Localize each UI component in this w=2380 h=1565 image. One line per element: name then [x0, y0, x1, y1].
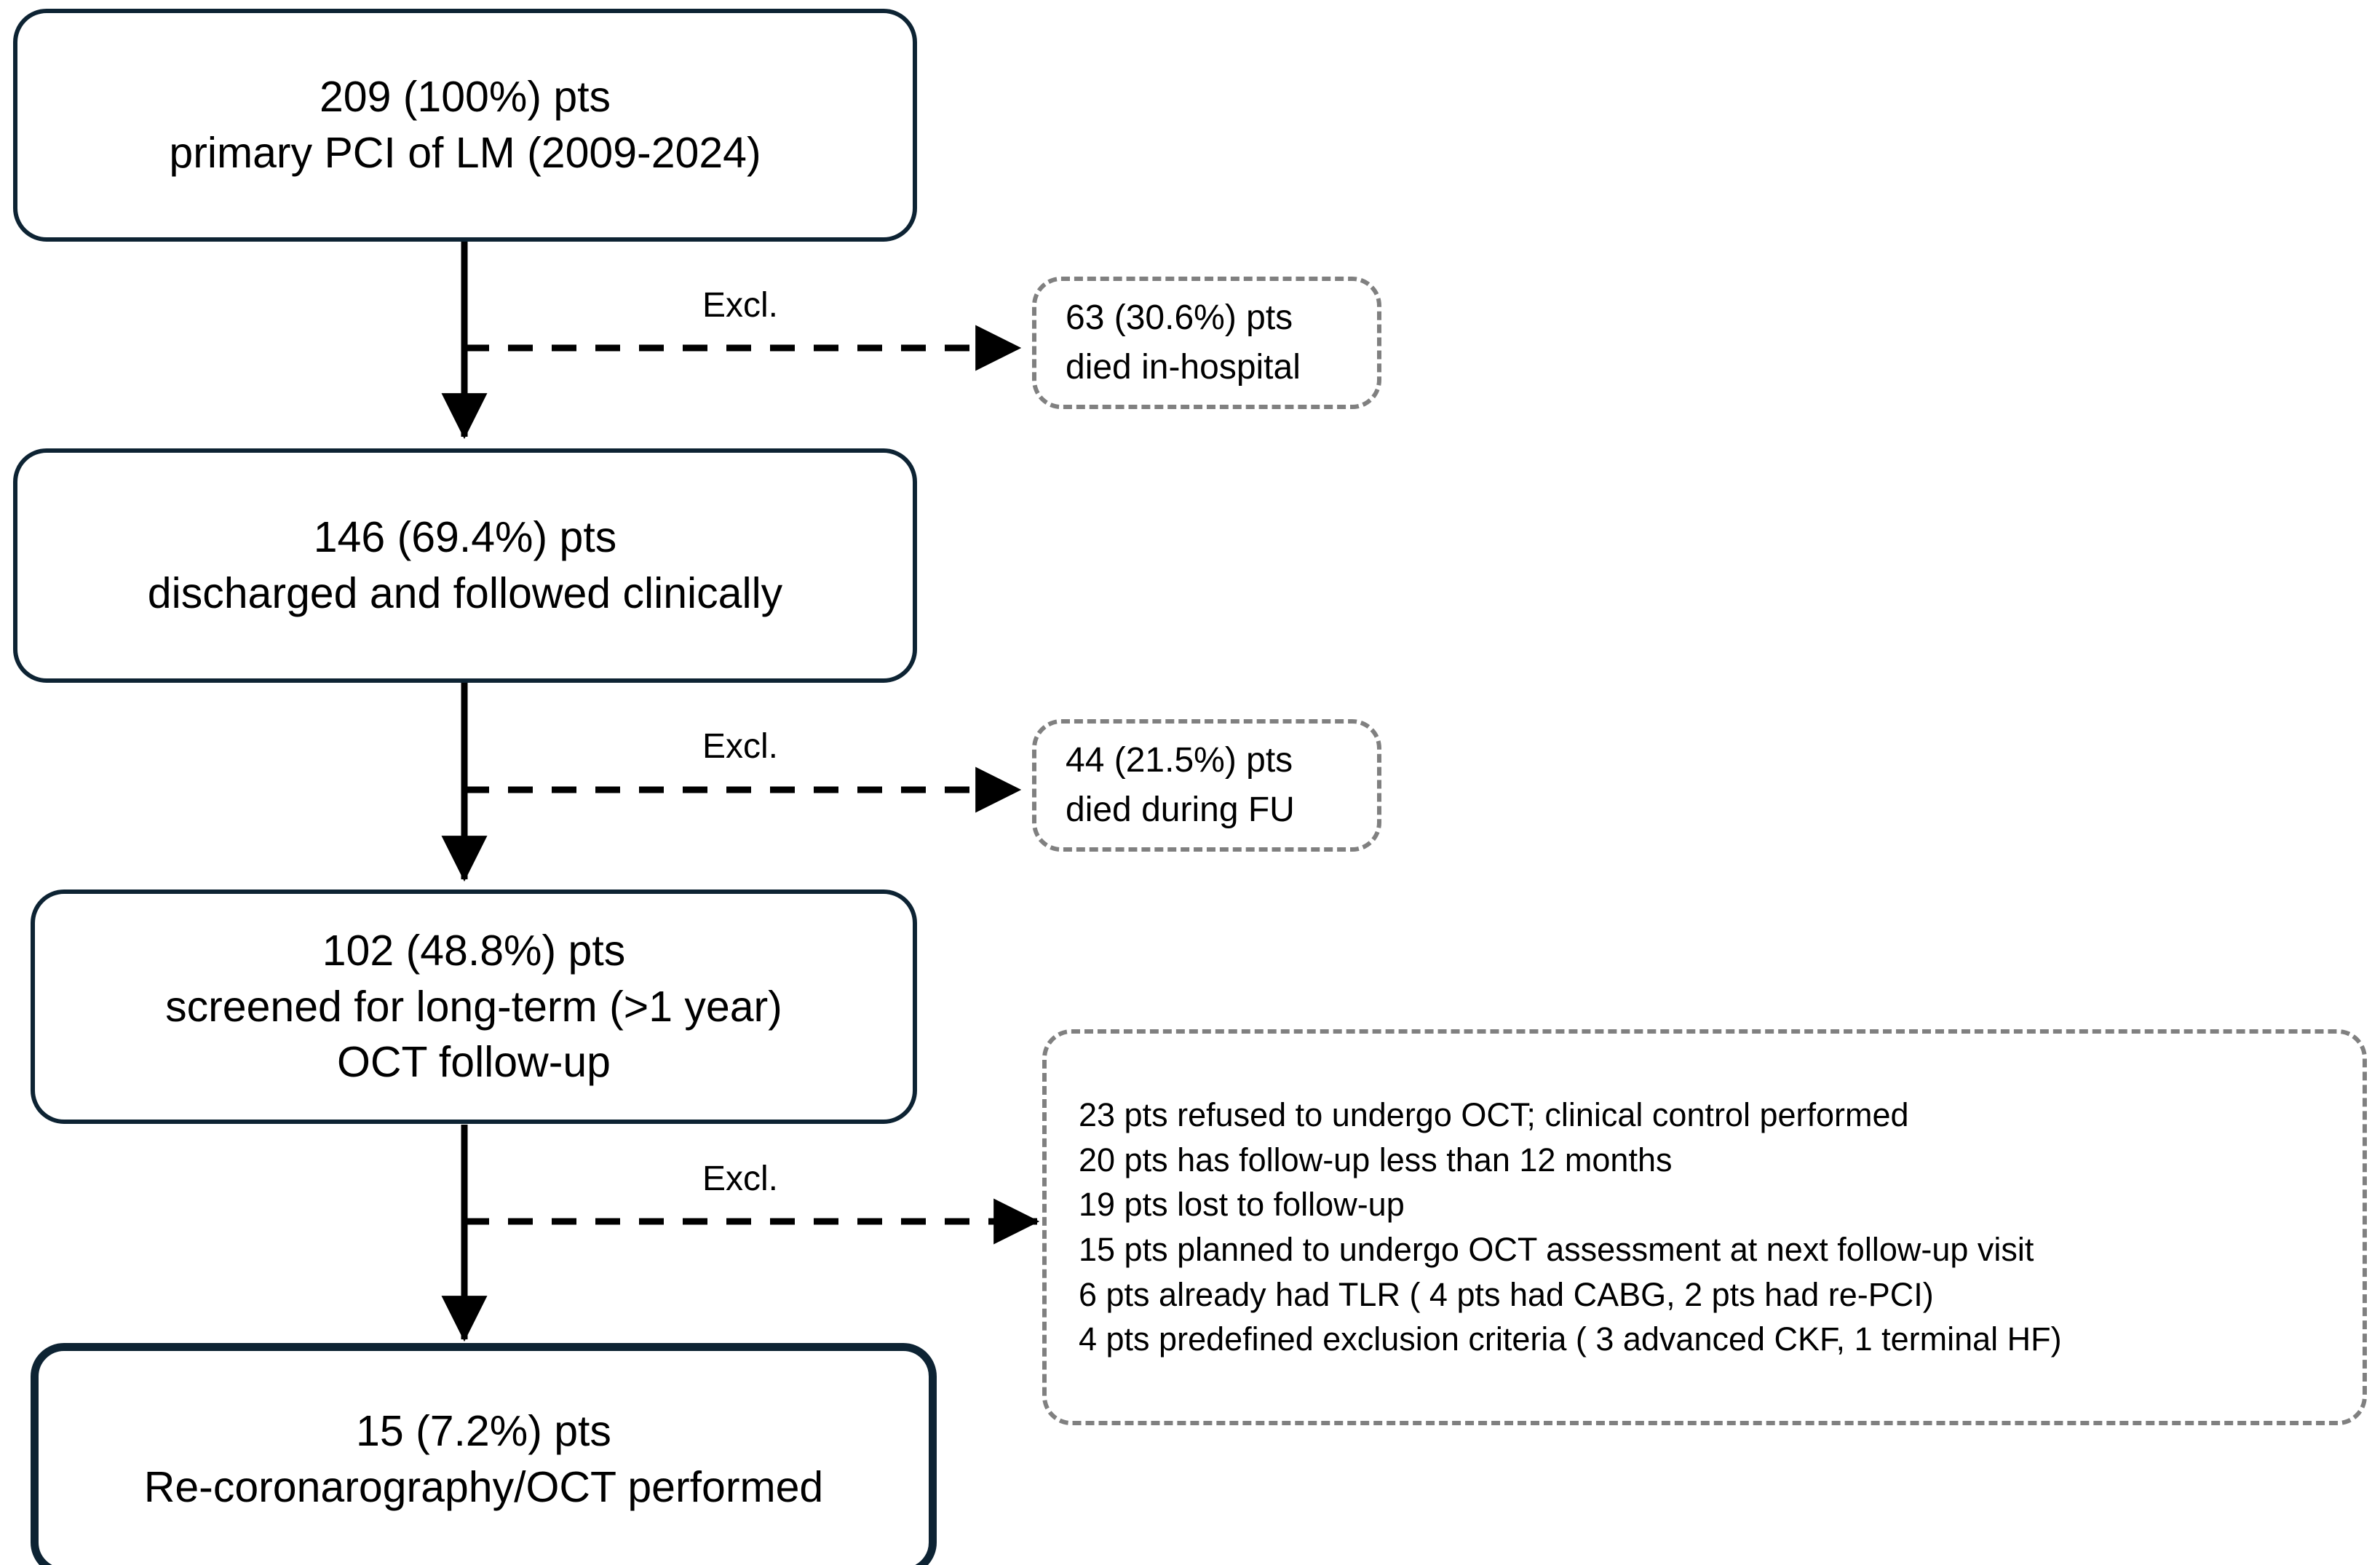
- node-excl-oct-reasons-line-1: 23 pts refused to undergo OCT; clinical …: [1079, 1096, 1909, 1134]
- node-excl-in-hospital-line-1: 63 (30.6%) pts: [1066, 298, 1293, 337]
- node-enrolled-line-2: primary PCI of LM (2009-2024): [169, 129, 761, 177]
- node-enrolled[interactable]: 209 (100%) pts primary PCI of LM (2009-2…: [13, 9, 917, 242]
- node-screened-line-1: 102 (48.8%) pts: [322, 926, 626, 975]
- node-screened-line-2: screened for long-term (>1 year): [165, 982, 782, 1031]
- node-excl-oct-reasons-line-2: 20 pts has follow-up less than 12 months: [1079, 1141, 1673, 1178]
- edge-label-excl-2: Excl.: [702, 727, 779, 766]
- node-excl-oct-reasons-line-3: 19 pts lost to follow-up: [1079, 1186, 1405, 1224]
- node-screened[interactable]: 102 (48.8%) pts screened for long-term (…: [31, 890, 917, 1124]
- node-excl-oct-reasons-line-6: 4 pts predefined exclusion criteria ( 3 …: [1079, 1320, 2062, 1358]
- node-screened-line-3: OCT follow-up: [337, 1038, 611, 1087]
- node-excl-in-hospital[interactable]: 63 (30.6%) pts died in-hospital: [1032, 277, 1381, 409]
- node-excl-oct-reasons-line-5: 6 pts already had TLR ( 4 pts had CABG, …: [1079, 1275, 1934, 1313]
- node-excl-oct-reasons[interactable]: 23 pts refused to undergo OCT; clinical …: [1042, 1029, 2367, 1425]
- node-enrolled-line-1: 209 (100%) pts: [319, 73, 611, 122]
- node-discharged[interactable]: 146 (69.4%) pts discharged and followed …: [13, 448, 917, 683]
- edge-label-excl-1: Excl.: [702, 286, 779, 325]
- edge-label-excl-3: Excl.: [702, 1160, 779, 1198]
- node-final[interactable]: 15 (7.2%) pts Re-coronarography/OCT perf…: [31, 1343, 937, 1565]
- node-discharged-line-2: discharged and followed clinically: [147, 569, 783, 617]
- node-discharged-line-1: 146 (69.4%) pts: [313, 513, 617, 562]
- node-excl-oct-reasons-line-4: 15 pts planned to undergo OCT assessment…: [1079, 1231, 2034, 1268]
- node-final-line-2: Re-coronarography/OCT performed: [143, 1463, 824, 1511]
- node-excl-during-fu-line-1: 44 (21.5%) pts: [1066, 740, 1293, 780]
- node-excl-during-fu-line-2: died during FU: [1066, 791, 1295, 829]
- node-final-line-1: 15 (7.2%) pts: [356, 1407, 611, 1456]
- node-excl-during-fu[interactable]: 44 (21.5%) pts died during FU: [1032, 719, 1381, 852]
- node-excl-in-hospital-line-2: died in-hospital: [1066, 348, 1301, 387]
